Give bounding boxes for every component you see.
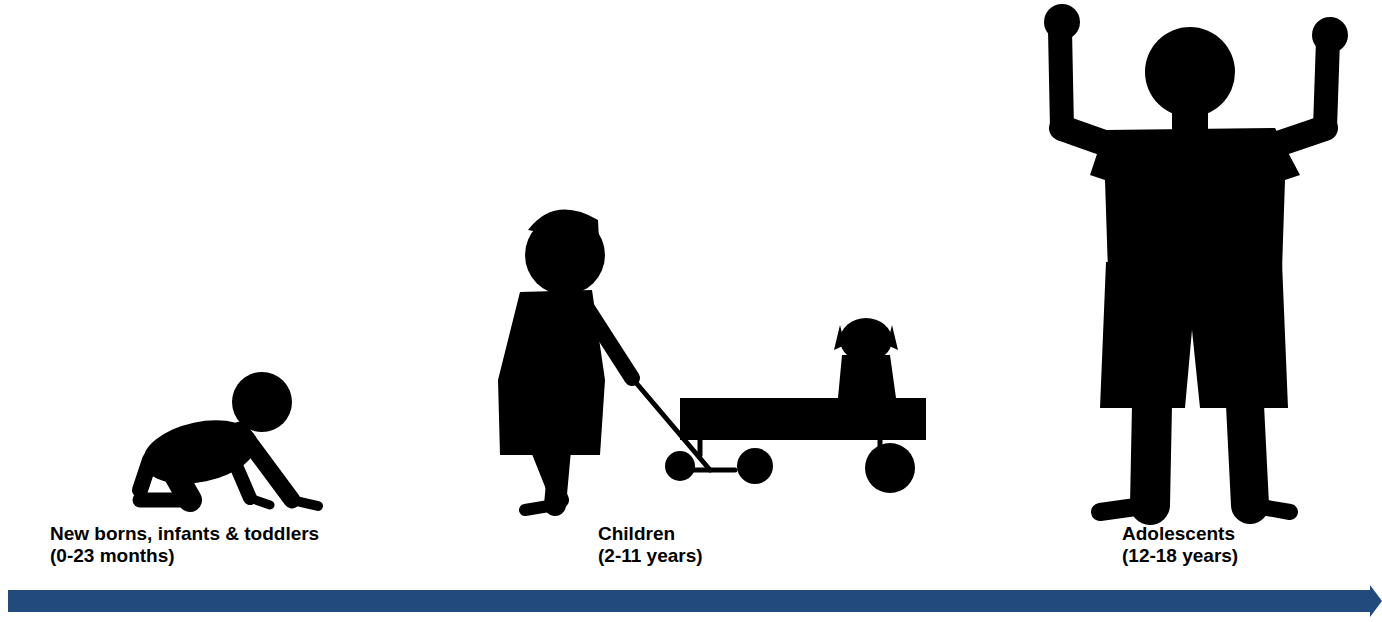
timeline-bar [8, 590, 1372, 612]
baby-silhouette [137, 372, 318, 506]
age-group-label: Children [598, 523, 675, 545]
age-group-label: Adolescents [1122, 523, 1235, 545]
arrow-head [1370, 585, 1382, 617]
adolescent-silhouette [1044, 4, 1348, 512]
age-group-label: New borns, infants & toddlers [50, 523, 319, 545]
age-range-label: (12-18 years) [1122, 545, 1238, 567]
timeline-arrow [8, 585, 1382, 617]
age-range-label: (2-11 years) [598, 545, 703, 567]
child-with-wagon-silhouette [498, 210, 926, 510]
age-range-label: (0-23 months) [50, 545, 175, 567]
